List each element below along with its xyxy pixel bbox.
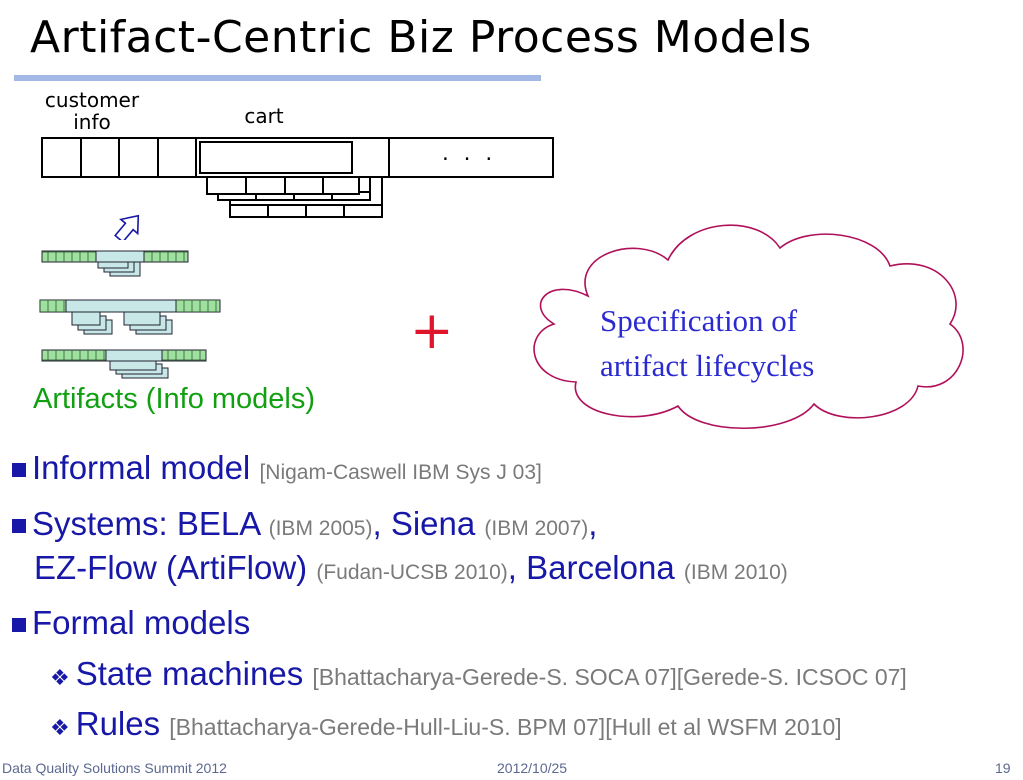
square-bullet-icon <box>12 618 26 632</box>
customer-info-label-line2: info <box>73 110 111 134</box>
siena-citation: (IBM 2007) <box>484 517 589 540</box>
state-machines-text: State machines <box>75 655 304 692</box>
artifact-tuple-diagram <box>41 137 554 240</box>
rules-citation: [Bhattacharya-Gerede-Hull-Liu-S. BPM 07]… <box>169 714 842 740</box>
mini-model-1 <box>41 250 189 277</box>
customer-info-label-line1: customer <box>44 88 140 112</box>
cart-nested-tuple <box>199 141 353 174</box>
lifecycle-cloud <box>533 224 964 429</box>
bullet-formal-models: Formal models <box>12 604 250 642</box>
slide-title: Artifact-Centric Biz Process Models <box>30 12 812 63</box>
cloud-text-line2: artifact lifecycles <box>600 348 815 383</box>
systems-bela-text: Systems: BELA <box>32 505 260 542</box>
tuple-ellipsis: . . . <box>440 144 495 165</box>
rules-text: Rules <box>75 705 161 742</box>
separator: , <box>372 505 391 542</box>
bullet-rules: ❖Rules [Bhattacharya-Gerede-Hull-Liu-S. … <box>50 705 842 743</box>
siena-text: Siena <box>390 505 476 542</box>
diamond-bullet-icon: ❖ <box>50 715 70 740</box>
cart-label: cart <box>244 104 284 128</box>
cloud-text: Specification of artifact lifecycles <box>600 298 814 388</box>
artifact-mini-models <box>39 250 221 379</box>
informal-model-citation: [Nigam-Caswell IBM Sys J 03] <box>259 461 542 484</box>
artifacts-caption: Artifacts (Info models) <box>33 383 316 415</box>
barcelona-text: Barcelona <box>526 549 675 586</box>
barcelona-citation: (IBM 2010) <box>683 561 788 584</box>
up-arrow-icon <box>114 214 140 240</box>
plus-sign: + <box>410 301 454 361</box>
square-bullet-icon <box>12 519 26 533</box>
ezflow-text: EZ-Flow (ArtiFlow) <box>34 549 308 586</box>
separator: , <box>507 549 527 586</box>
square-bullet-icon <box>12 463 26 477</box>
mini-model-3 <box>41 349 207 379</box>
separator: , <box>588 505 598 542</box>
footer-date: 2012/10/25 <box>497 760 568 776</box>
bullet-systems-continued: EZ-Flow (ArtiFlow) (Fudan-UCSB 2010), Ba… <box>34 549 788 587</box>
bullet-systems: Systems: BELA (IBM 2005), Siena (IBM 200… <box>12 505 597 543</box>
mini-model-2 <box>39 299 221 335</box>
informal-model-text: Informal model <box>32 449 251 486</box>
formal-models-text: Formal models <box>32 604 251 641</box>
diamond-bullet-icon: ❖ <box>50 665 70 690</box>
cloud-text-line1: Specification of <box>600 303 798 338</box>
ezflow-citation: (Fudan-UCSB 2010) <box>316 561 508 584</box>
state-machines-citation: [Bhattacharya-Gerede-S. SOCA 07][Gerede-… <box>312 664 907 690</box>
title-underline <box>14 75 541 81</box>
bullet-informal-model: Informal model [Nigam-Caswell IBM Sys J … <box>12 449 542 487</box>
bela-citation: (IBM 2005) <box>268 517 373 540</box>
slide-number: 19 <box>995 760 1011 776</box>
customer-info-label: customer info <box>38 89 146 133</box>
bullet-state-machines: ❖State machines [Bhattacharya-Gerede-S. … <box>50 655 907 693</box>
footer-event: Data Quality Solutions Summit 2012 <box>2 760 227 776</box>
